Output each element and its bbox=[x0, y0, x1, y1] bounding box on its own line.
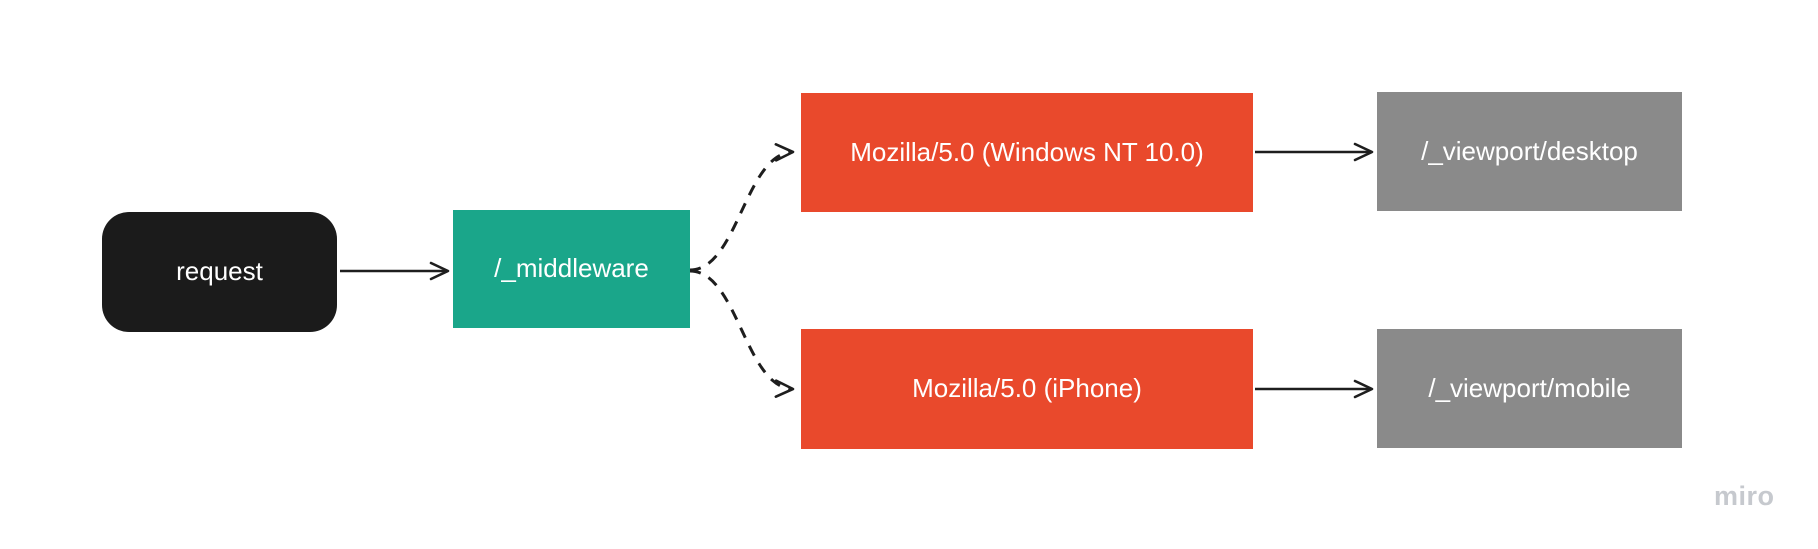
node-middleware-label: /_middleware bbox=[494, 253, 649, 284]
node-viewport-mobile-label: /_viewport/mobile bbox=[1428, 372, 1631, 403]
node-user-agent-desktop-label: Mozilla/5.0 (Windows NT 10.0) bbox=[850, 136, 1204, 167]
node-user-agent-desktop[interactable]: Mozilla/5.0 (Windows NT 10.0) bbox=[801, 93, 1253, 212]
node-user-agent-mobile-label: Mozilla/5.0 (iPhone) bbox=[912, 373, 1142, 404]
node-middleware[interactable]: /_middleware bbox=[453, 210, 690, 328]
node-viewport-mobile[interactable]: /_viewport/mobile bbox=[1377, 329, 1682, 448]
edge-middleware-to-ua-desktop[interactable] bbox=[689, 143, 795, 272]
node-viewport-desktop-label: /_viewport/desktop bbox=[1421, 135, 1638, 166]
node-request[interactable]: request bbox=[102, 212, 337, 332]
miro-watermark: miro bbox=[1714, 481, 1775, 511]
node-user-agent-mobile[interactable]: Mozilla/5.0 (iPhone) bbox=[801, 329, 1253, 449]
node-request-label: request bbox=[176, 256, 263, 287]
edge-middleware-to-ua-mobile[interactable] bbox=[689, 269, 795, 398]
node-viewport-desktop[interactable]: /_viewport/desktop bbox=[1377, 92, 1682, 211]
